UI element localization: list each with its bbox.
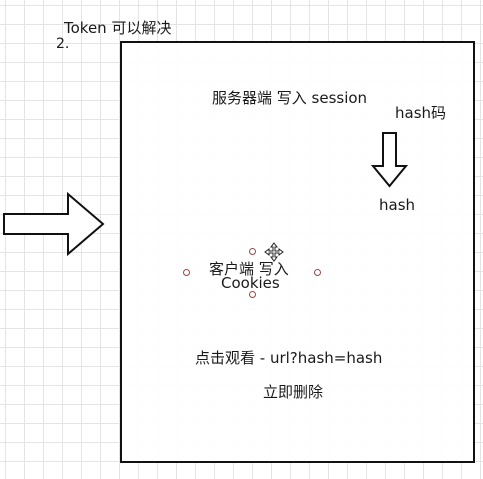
right-arrow-icon <box>3 191 105 257</box>
selection-handle-top[interactable] <box>249 248 256 255</box>
server-note: 服务器端 写入 session <box>212 89 368 107</box>
selection-handle-right[interactable] <box>314 269 321 276</box>
move-cursor-icon <box>264 242 284 262</box>
down-arrow-icon <box>370 132 409 188</box>
click-watch-note: 点击观看 - url?hash=hash <box>195 349 383 367</box>
hash-code-label: hash码 <box>395 104 447 122</box>
delete-note: 立即删除 <box>263 383 324 401</box>
hash-label: hash <box>379 196 416 214</box>
page-title: Token 可以解决 <box>64 19 172 37</box>
cookies-label[interactable]: Cookies <box>221 274 280 292</box>
step-number: 2. <box>56 36 70 52</box>
selection-handle-left[interactable] <box>183 269 190 276</box>
diagram-frame[interactable] <box>120 41 475 463</box>
selection-handle-bottom[interactable] <box>249 291 256 298</box>
client-note[interactable]: 客户端 写入 <box>209 260 289 278</box>
